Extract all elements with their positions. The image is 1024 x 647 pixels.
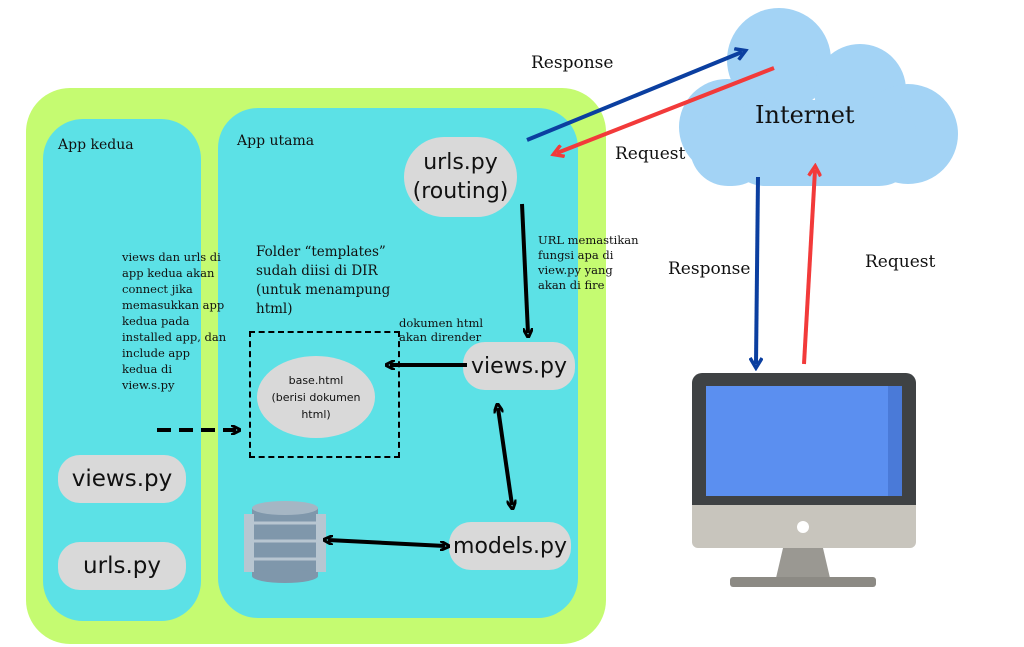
request-bottom-label: Request (865, 252, 936, 272)
views-models-arrow (498, 408, 512, 505)
base-html-line-2: (berisi dokumen (271, 390, 361, 404)
response-top-label: Response (531, 53, 614, 73)
response-to-computer-arrow (756, 176, 758, 364)
request-top-label: Request (615, 144, 686, 164)
response-bottom-label: Response (668, 259, 751, 279)
second-app-note: views dan urls di app kedua akan connect… (122, 250, 227, 392)
templates-note: Folder “templates” sudah diisi di DIR (u… (256, 244, 391, 317)
views-node: views.py (463, 342, 575, 390)
cloud-icon (679, 8, 958, 186)
internet-label: Internet (755, 101, 855, 129)
response-to-internet-arrow (526, 52, 742, 142)
database-models-arrow (328, 540, 445, 546)
models-node: models.py (449, 522, 571, 570)
request-to-internet-arrow (802, 170, 815, 365)
main-app-title: App utama (237, 133, 315, 149)
urls-node-line-1: urls.py (423, 150, 498, 175)
templates-folder-box (249, 331, 400, 458)
render-note: dokumen html akan dirender (399, 316, 484, 344)
urls-routing-node: urls.py (routing) (404, 137, 517, 217)
request-from-internet-arrow (557, 66, 775, 153)
second-app-panel (43, 119, 201, 621)
database-icon (244, 501, 326, 583)
second-app-title: App kedua (58, 137, 134, 153)
urls-node-line-2: (routing) (412, 179, 509, 204)
second-views-node: views.py (58, 455, 186, 503)
url-fire-note: URL memastikan fungsi apa di view.py yan… (538, 233, 639, 292)
second-urls-node: urls.py (58, 542, 186, 590)
urls-to-views-arrow (520, 203, 528, 333)
base-html-line-1: base.html (288, 373, 344, 387)
base-html-line-3: html) (301, 407, 331, 421)
computer-icon (692, 373, 916, 587)
base-html-node: base.html (berisi dokumen html) (257, 356, 375, 438)
